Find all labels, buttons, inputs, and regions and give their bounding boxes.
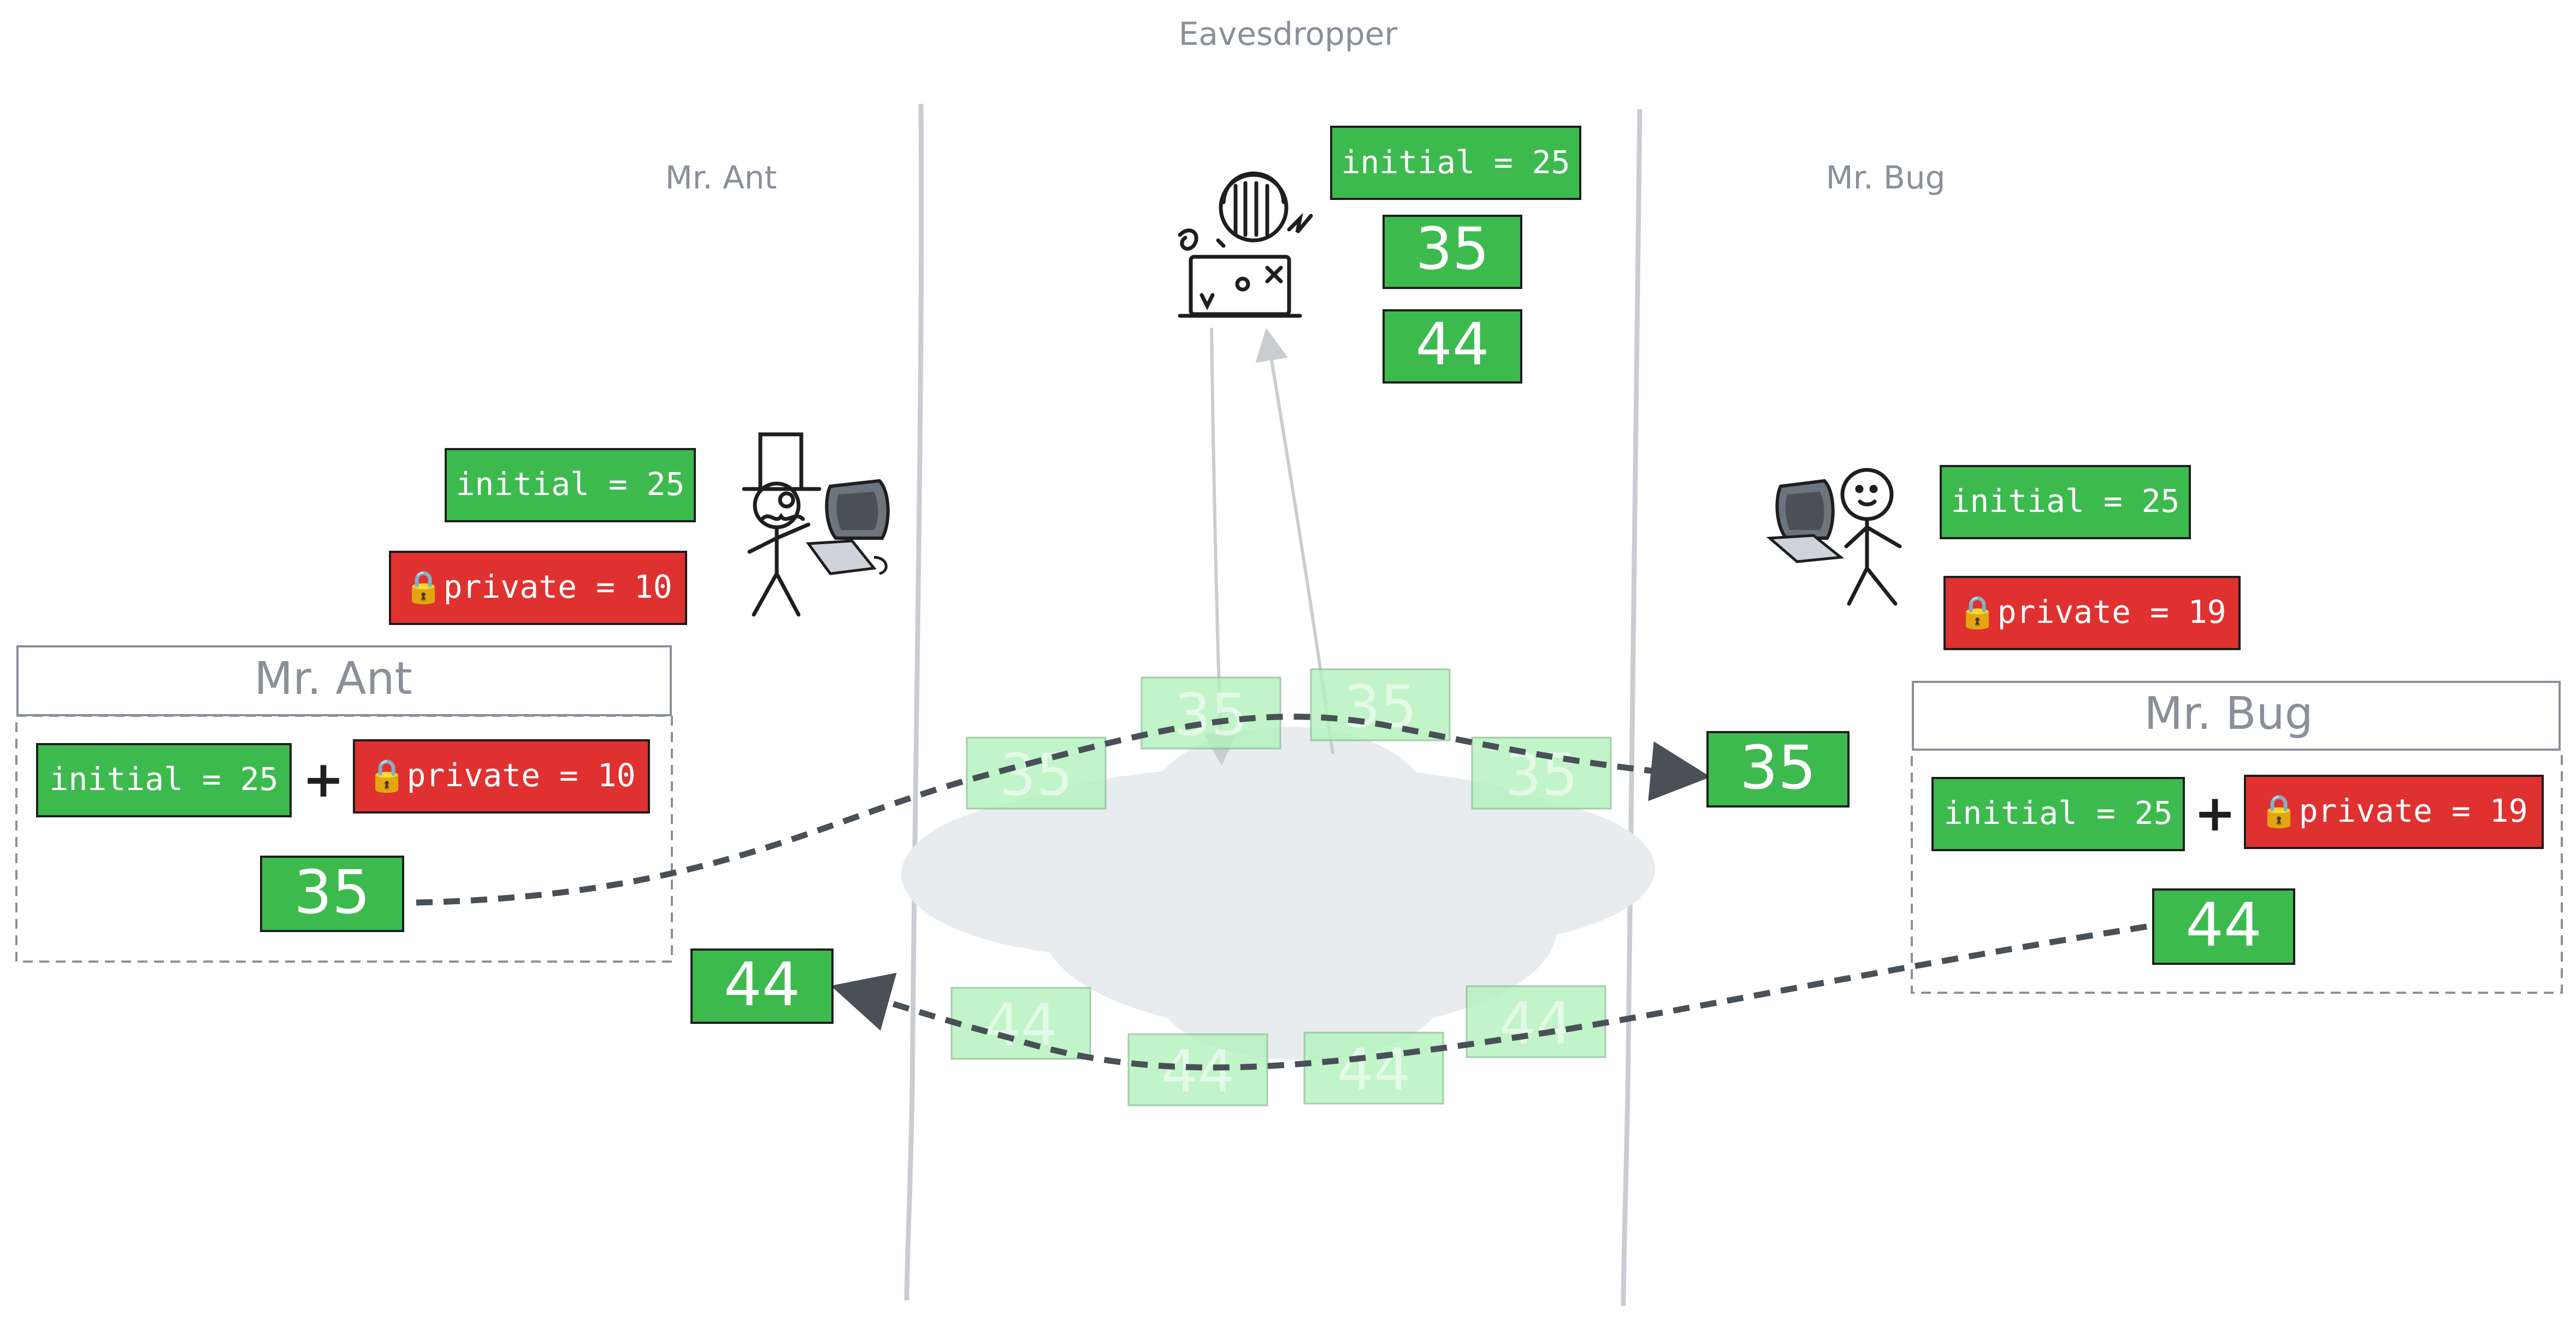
ant-result: 35 — [294, 857, 370, 927]
ant-label: Mr. Ant — [665, 159, 777, 196]
svg-text:🔒private = 19: 🔒private = 19 — [1958, 593, 2226, 630]
packet-bottom-3 — [1303, 1032, 1444, 1105]
packet-bottom-1 — [950, 987, 1091, 1060]
ant-person-icon — [742, 432, 822, 617]
ant-panel-title: Mr. Ant — [254, 653, 412, 705]
left-wall — [904, 103, 924, 1301]
packet-top-2 — [1141, 676, 1281, 750]
svg-text:🔒private = 10: 🔒private = 10 — [404, 568, 672, 605]
ant-private-box: 🔒private = 10 — [389, 551, 687, 625]
bug-panel-title: Mr. Bug — [2144, 688, 2313, 740]
bug-received-box: 35 — [1706, 731, 1850, 808]
eavesdropper-seen-35-box: 35 — [1382, 215, 1522, 289]
bug-private-box: 🔒private = 19 — [1943, 576, 2241, 650]
packets-top: 35 35 35 35 — [966, 668, 1612, 810]
svg-text:initial = 25: initial = 25 — [1341, 144, 1570, 181]
svg-text:🔒private = 10: 🔒private = 10 — [367, 757, 635, 794]
ant-computer-icon — [806, 479, 890, 575]
arrow-ant-to-bug — [416, 714, 1711, 906]
eavesdropper-initial-box: initial = 25 — [1330, 126, 1581, 200]
packet-top-2-label: 35 — [1174, 681, 1248, 749]
svg-text:35: 35 — [1740, 733, 1816, 803]
bug-person-icon — [1840, 468, 1902, 606]
bug-computer-icon — [1766, 479, 1845, 563]
right-wall — [1621, 109, 1643, 1306]
ant-calc-panel: Mr. Ant initial = 25 + 🔒private = 10 35 — [15, 645, 673, 963]
bug-plus-sign: + — [2194, 784, 2236, 842]
bug-initial-box: initial = 25 — [1940, 465, 2191, 539]
eavesdropper-label: Eavesdropper — [1179, 15, 1398, 52]
packet-bottom-3-label: 44 — [1337, 1036, 1411, 1104]
bug-calc-panel: Mr. Bug initial = 25 + 🔒private = 19 44 — [1911, 681, 2563, 994]
svg-text:initial = 25: initial = 25 — [49, 761, 278, 798]
svg-text:35: 35 — [1416, 215, 1490, 282]
packet-bottom-1-label: 44 — [984, 992, 1058, 1059]
ant-received-box: 44 — [690, 948, 834, 1024]
svg-text:44: 44 — [724, 950, 800, 1020]
eavesdropper-seen-44-box: 44 — [1382, 309, 1522, 384]
ant-initial-box: initial = 25 — [445, 448, 696, 522]
packet-bottom-2-label: 44 — [1161, 1038, 1235, 1105]
packet-top-3 — [1310, 668, 1451, 741]
svg-text:🔒private = 19: 🔒private = 19 — [2259, 792, 2527, 829]
bug-result: 44 — [2185, 890, 2262, 960]
hacker-icon — [1178, 172, 1313, 318]
network-cloud — [901, 727, 1655, 1060]
svg-text:initial = 25: initial = 25 — [1951, 482, 2179, 520]
packet-top-1-label: 35 — [1000, 741, 1073, 809]
svg-text:44: 44 — [1416, 311, 1490, 378]
svg-text:initial = 25: initial = 25 — [1943, 794, 2172, 832]
ant-plus-sign: + — [302, 750, 344, 809]
bug-label: Mr. Bug — [1826, 159, 1946, 196]
packet-bottom-4-label: 44 — [1499, 990, 1573, 1057]
arrow-bug-to-ant — [830, 923, 2147, 1071]
svg-text:initial = 25: initial = 25 — [456, 465, 684, 503]
